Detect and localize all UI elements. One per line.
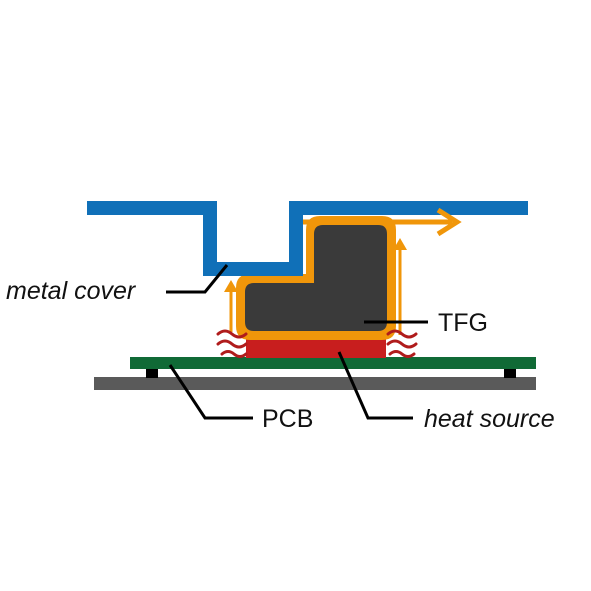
- metal-cover: [87, 201, 528, 276]
- standoff-right: [504, 368, 516, 378]
- label-tfg: TFG: [438, 309, 488, 337]
- leader-heat-source: [337, 351, 413, 420]
- pcb-board: [130, 357, 536, 369]
- arrow-up-icon: [224, 280, 238, 332]
- tfg-core: [245, 225, 387, 331]
- label-metal-cover: metal cover: [6, 277, 137, 305]
- leader-pcb: [168, 364, 253, 420]
- chassis-plate: [94, 377, 536, 390]
- arrow-up-icon: [393, 238, 407, 335]
- label-pcb: PCB: [262, 405, 313, 433]
- label-heat-source: heat source: [424, 405, 555, 433]
- heat-wave-icon: [216, 329, 248, 358]
- arrow-right-icon: [303, 207, 462, 237]
- leader-metal-cover: [166, 264, 229, 294]
- heat-source-chip: [246, 338, 386, 358]
- standoff-left: [146, 368, 158, 378]
- heat-wave-icon: [386, 329, 418, 358]
